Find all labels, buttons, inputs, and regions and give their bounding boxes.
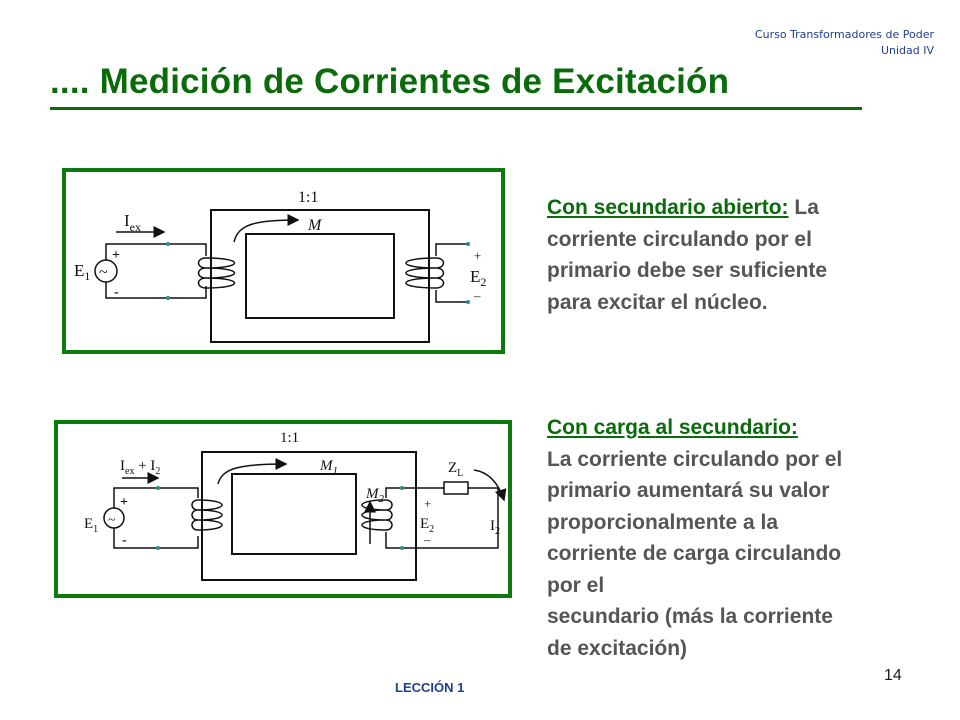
sine-icon: ~ — [99, 264, 108, 281]
output-minus: – — [423, 532, 431, 547]
load-impedance — [443, 481, 469, 495]
transformer-loaded-circuit: 1:1 M1 M2 Iex + I2 ~ E1 + - + E2 – ZL I2 — [84, 430, 507, 581]
output-plus: + — [474, 248, 481, 263]
open-secondary-line-3: primario debe ser suficiente — [547, 259, 828, 282]
open-secondary-description: Con secundario abierto: La corriente cir… — [547, 192, 927, 318]
loaded-secondary-heading: Con carga al secundario: — [547, 416, 798, 439]
source-plus: + — [120, 495, 128, 510]
core-outer — [201, 451, 417, 581]
ratio-label: 1:1 — [298, 189, 318, 206]
ratio-label: 1:1 — [280, 430, 299, 446]
output-label: E2 — [470, 267, 486, 289]
core-window — [245, 233, 395, 319]
output-label: E2 — [420, 516, 434, 535]
loaded-secondary-line-7: de excitación) — [547, 636, 688, 660]
leak-flux-label: M2 — [365, 486, 385, 505]
loaded-secondary-diagram: 1:1 M1 M2 Iex + I2 ~ E1 + - + E2 – ZL I2 — [54, 420, 512, 598]
loaded-secondary-line-3: proporcionalmente a la — [547, 510, 779, 534]
output-minus: – — [473, 288, 481, 303]
transformer-open-circuit: 1:1 M Iex ~ E1 + - + E2 – — [74, 189, 486, 343]
source-label: E1 — [74, 261, 90, 283]
slide-title: .... Medición de Corrientes de Excitació… — [50, 62, 730, 101]
core-outer — [210, 209, 430, 343]
loaded-secondary-line-1: La corriente circulando por el — [547, 447, 843, 471]
open-secondary-diagram: 1:1 M Iex ~ E1 + - + E2 – — [62, 168, 505, 354]
load-label: ZL — [448, 460, 463, 479]
loaded-secondary-line-2: primario aumentará su valor — [547, 479, 830, 502]
source-label: E1 — [84, 516, 98, 535]
loaded-secondary-line-4: corriente de carga circulando — [547, 542, 842, 565]
loaded-secondary-line-6: secundario (más la corriente — [547, 605, 833, 628]
title-underline — [50, 107, 862, 110]
output-plus: + — [424, 496, 431, 511]
load-current-label: I2 — [490, 518, 500, 537]
loaded-secondary-description: Con carga al secundario: La corriente ci… — [547, 412, 942, 664]
page-number: 14 — [884, 667, 902, 684]
open-secondary-line-2: corriente circulando por el — [547, 227, 812, 251]
source-plus: + — [112, 248, 120, 263]
open-secondary-heading: Con secundario abierto: — [547, 196, 789, 219]
sine-icon: ~ — [108, 513, 116, 528]
open-secondary-line-4: para excitar el núcleo. — [547, 290, 768, 314]
flux-label: M — [307, 217, 323, 234]
open-secondary-line-1: Con secundario abierto: La — [547, 196, 819, 219]
unit-name: Unidad IV — [880, 44, 934, 57]
loaded-secondary-line-5: por el — [547, 573, 605, 597]
source-minus: - — [122, 533, 127, 548]
lesson-label: LECCIÓN 1 — [395, 680, 465, 695]
current-label: Iex + I2 — [120, 458, 160, 477]
core-window — [231, 473, 357, 555]
course-name: Curso Transformadores de Poder — [754, 28, 934, 41]
source-minus: - — [114, 285, 119, 300]
current-label: Iex — [124, 211, 141, 234]
main-flux-label: M1 — [319, 458, 338, 477]
course-header: Curso Transformadores de Poder Unidad IV — [755, 27, 934, 59]
